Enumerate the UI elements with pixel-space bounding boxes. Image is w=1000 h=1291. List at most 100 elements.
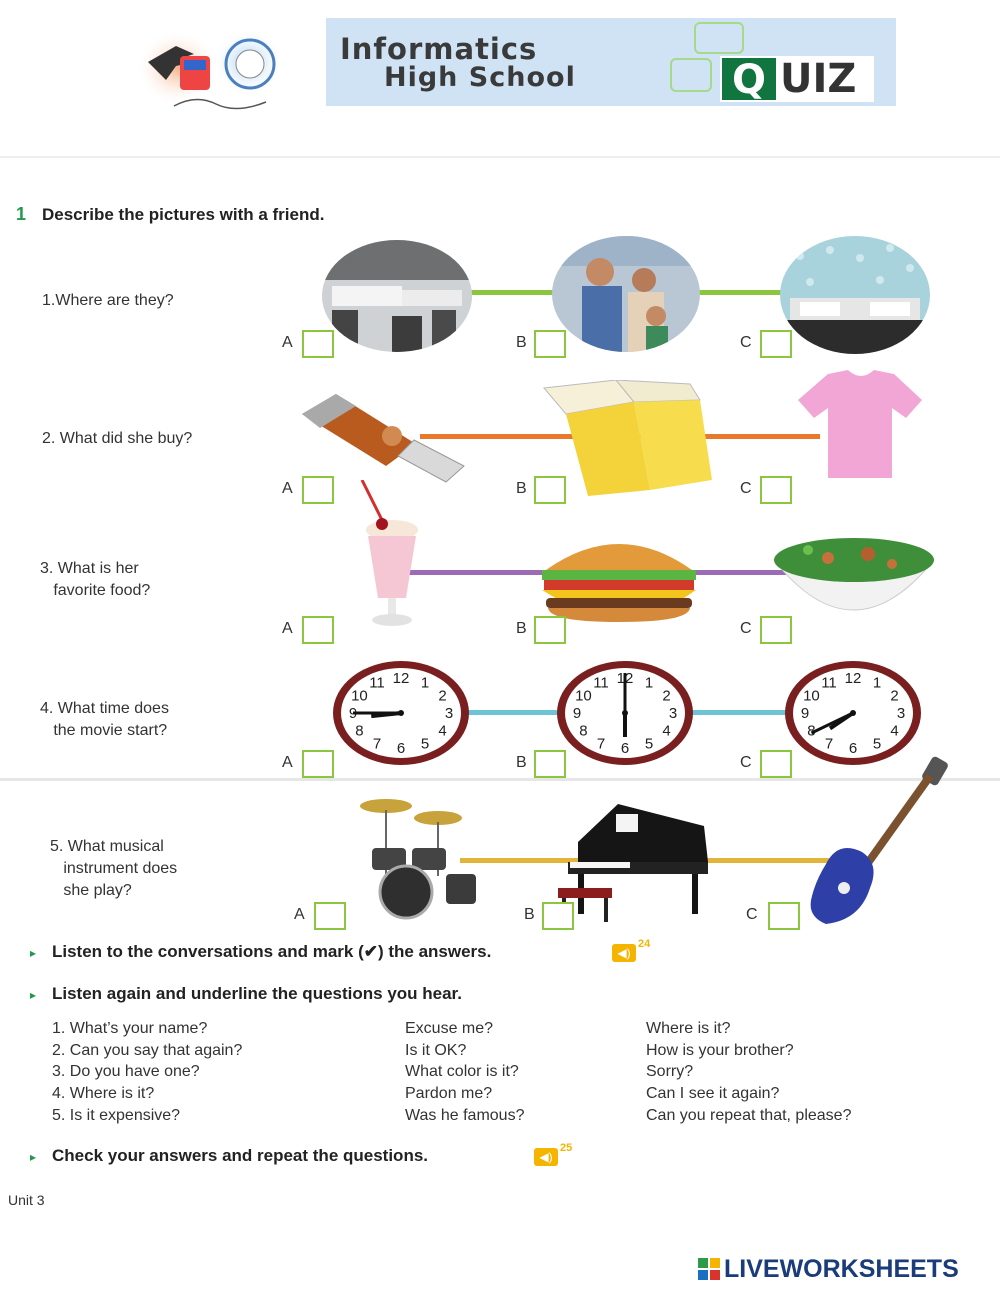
answer-box-1c[interactable] bbox=[760, 330, 792, 358]
clock-number: 7 bbox=[825, 735, 833, 752]
list-item[interactable]: 2. Can you say that again? bbox=[52, 1041, 243, 1059]
question-4: 4. What time does the movie start? bbox=[40, 700, 169, 739]
list-item[interactable]: Sorry? bbox=[646, 1063, 694, 1081]
clock-number: 5 bbox=[873, 735, 881, 752]
clock-number: 6 bbox=[621, 740, 629, 757]
answer-box-4c[interactable] bbox=[760, 750, 792, 778]
list-item[interactable]: How is your brother? bbox=[646, 1041, 794, 1059]
clock-number: 2 bbox=[438, 688, 446, 705]
clock-number: 4 bbox=[438, 723, 446, 740]
option-label-5a: A bbox=[294, 906, 305, 923]
clock-number: 6 bbox=[849, 740, 857, 757]
answer-box-2c[interactable] bbox=[760, 476, 792, 504]
list-item[interactable]: 1. What’s your name? bbox=[52, 1020, 208, 1037]
option-label-1c: C bbox=[740, 334, 752, 351]
answer-box-1a[interactable] bbox=[302, 330, 334, 358]
clock-number: 1 bbox=[645, 675, 653, 692]
header-banner: Informatics High School Q UIZ bbox=[326, 18, 896, 106]
list-item[interactable]: 5. Is it expensive? bbox=[52, 1106, 181, 1124]
list-item[interactable]: Can I see it again? bbox=[646, 1085, 780, 1103]
quiz-q-letter: Q bbox=[722, 58, 776, 102]
answer-box-3a[interactable] bbox=[302, 616, 334, 644]
picture-milkshake bbox=[352, 479, 424, 630]
clock-number: 4 bbox=[662, 723, 670, 740]
list-item[interactable]: What color is it? bbox=[405, 1063, 519, 1081]
question-list-col3: Where is it? How is your brother? Sorry?… bbox=[646, 1018, 851, 1127]
decor-square bbox=[670, 58, 712, 92]
answer-box-3b[interactable] bbox=[534, 616, 566, 644]
quiz-logo: Q UIZ bbox=[720, 56, 874, 102]
task-check-repeat: Check your answers and repeat the questi… bbox=[52, 1146, 429, 1165]
banner-title-line1: Informatics bbox=[340, 32, 538, 66]
clock-number: 8 bbox=[807, 723, 815, 740]
picture-guitar bbox=[806, 756, 948, 926]
clock-number: 10 bbox=[575, 688, 592, 705]
option-label-3b: B bbox=[516, 620, 527, 637]
clock-number: 5 bbox=[421, 735, 429, 752]
list-item[interactable]: Pardon me? bbox=[405, 1085, 493, 1103]
exercise-instruction: Describe the pictures with a friend. bbox=[42, 205, 325, 224]
clock-number: 10 bbox=[803, 688, 820, 705]
answer-box-3c[interactable] bbox=[760, 616, 792, 644]
picture-usb-drive bbox=[296, 384, 468, 492]
audio-speaker-icon[interactable]: ◀) bbox=[612, 944, 636, 962]
picture-bedroom bbox=[780, 236, 930, 354]
quiz-word: UIZ bbox=[780, 56, 857, 102]
clock-number: 11 bbox=[369, 675, 385, 692]
list-item[interactable]: Was he famous? bbox=[405, 1106, 525, 1124]
clock-number: 11 bbox=[593, 675, 609, 692]
picture-piano bbox=[558, 800, 710, 926]
list-item[interactable]: Where is it? bbox=[646, 1020, 731, 1037]
answer-box-5c[interactable] bbox=[768, 902, 800, 930]
clock-hour-hand bbox=[371, 711, 402, 719]
list-item[interactable]: Excuse me? bbox=[405, 1020, 494, 1037]
bullet-arrow-icon: ▸ bbox=[30, 988, 37, 1002]
clock-number: 9 bbox=[573, 705, 581, 722]
clock-number: 12 bbox=[393, 670, 410, 687]
clock-number: 12 bbox=[845, 670, 862, 687]
option-label-1a: A bbox=[282, 334, 293, 351]
question-5: 5. What musical instrument does she play… bbox=[50, 838, 178, 899]
list-item[interactable]: Can you repeat that, please? bbox=[646, 1106, 852, 1124]
answer-box-2b[interactable] bbox=[534, 476, 566, 504]
picture-restaurant bbox=[322, 240, 472, 352]
option-label-2c: C bbox=[740, 480, 752, 497]
bullet-arrow-icon: ▸ bbox=[30, 946, 37, 960]
answer-box-4b[interactable] bbox=[534, 750, 566, 778]
list-item[interactable]: 4. Where is it? bbox=[52, 1085, 155, 1103]
picture-hamburger bbox=[538, 526, 700, 622]
question-1: 1.Where are they? bbox=[42, 292, 174, 309]
school-logo bbox=[136, 28, 286, 114]
clock-number: 2 bbox=[890, 688, 898, 705]
answer-box-2a[interactable] bbox=[302, 476, 334, 504]
clock-number: 2 bbox=[662, 688, 670, 705]
answer-box-5a[interactable] bbox=[314, 902, 346, 930]
clock-center bbox=[850, 710, 856, 716]
decor-square bbox=[694, 22, 744, 54]
answer-box-5b[interactable] bbox=[542, 902, 574, 930]
clock-number: 3 bbox=[897, 705, 905, 722]
audio-speaker-icon[interactable]: ◀) bbox=[534, 1148, 558, 1166]
clock-number: 6 bbox=[397, 740, 405, 757]
option-label-1b: B bbox=[516, 334, 527, 351]
picture-salad bbox=[768, 520, 938, 616]
task-listen-mark: Listen to the conversations and mark (✔)… bbox=[52, 942, 492, 961]
option-label-3a: A bbox=[282, 620, 293, 637]
clock-number: 1 bbox=[873, 675, 881, 692]
answer-box-4a[interactable] bbox=[302, 750, 334, 778]
option-label-3c: C bbox=[740, 620, 752, 637]
question-2: 2. What did she buy? bbox=[42, 430, 193, 447]
clock-number: 8 bbox=[355, 723, 363, 740]
list-item[interactable]: 3. Do you have one? bbox=[52, 1063, 200, 1081]
liveworksheets-logo-icon bbox=[698, 1258, 720, 1280]
clock-number: 3 bbox=[669, 705, 677, 722]
list-item[interactable]: Is it OK? bbox=[405, 1041, 467, 1059]
option-label-4b: B bbox=[516, 754, 527, 771]
bullet-arrow-icon: ▸ bbox=[30, 1150, 37, 1164]
answer-box-1b[interactable] bbox=[534, 330, 566, 358]
clock-center bbox=[398, 710, 404, 716]
option-label-2b: B bbox=[516, 480, 527, 497]
clock-number: 3 bbox=[445, 705, 453, 722]
option-label-2a: A bbox=[282, 480, 293, 497]
